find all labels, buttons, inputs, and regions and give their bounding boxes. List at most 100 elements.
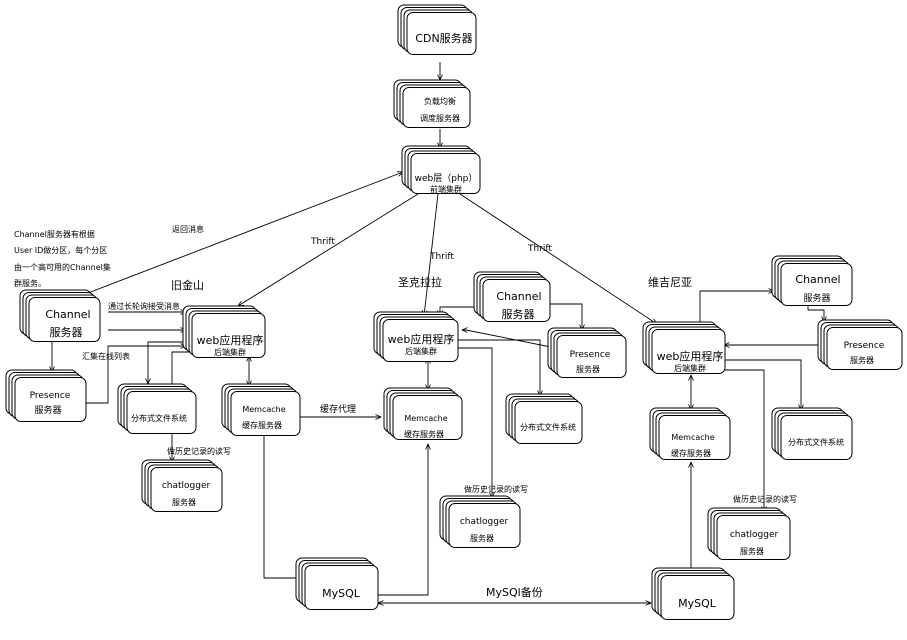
sf-chatlogger-node[interactable]: chatlogger 服务器 <box>141 459 223 512</box>
server-stack-layer <box>402 87 471 128</box>
sf-chatlogger-label-1: chatlogger <box>162 481 211 491</box>
edge-thrift-sf <box>238 193 419 306</box>
va-channel-label-2: 服务器 <box>803 292 830 304</box>
edge-sf-web-fs <box>148 341 190 384</box>
sf-web-label-2: 后端集群 <box>214 347 246 357</box>
va-presence-label-1: Presence <box>844 341 885 351</box>
sf-memcache-label-1: Memcache <box>242 405 285 414</box>
edge-sc-web-chatlogger <box>458 347 492 498</box>
server-stack-layer <box>651 329 726 374</box>
note-line-4: 群服务。 <box>14 278 46 288</box>
sc-chatlogger-node[interactable]: chatlogger 服务器 <box>439 495 521 548</box>
sc-presence-label-2: 服务器 <box>576 364 600 374</box>
server-stack-layer <box>780 415 853 460</box>
sc-memcache-node[interactable]: Memcache 缓存服务器 <box>383 387 463 440</box>
server-stack-layer <box>448 503 521 548</box>
server-stack-layer <box>410 153 481 194</box>
server-stack-layer <box>660 575 735 620</box>
server-stack-layer <box>28 297 101 342</box>
note-line-1: Channel服务器有根据 <box>14 229 95 239</box>
server-stack-layer <box>126 391 197 434</box>
edge-sc-presence-web <box>462 330 557 349</box>
sf-presence-server-node[interactable]: Presence 服务器 <box>5 369 87 422</box>
va-channel-server-node[interactable]: Channel 服务器 <box>771 255 853 306</box>
sf-fs-node[interactable]: 分布式文件系统 <box>117 383 197 434</box>
server-nodes: CDN服务器 负载均衡 调度服务器 web层（php） 前端集群 Channel… <box>5 4 903 620</box>
sf-memcache-node[interactable]: Memcache 缓存服务器 <box>221 383 301 436</box>
edge-label-thrift-right: Thrift <box>527 244 552 254</box>
sc-chatlogger-label-2: 服务器 <box>470 533 494 543</box>
edge-sf-presence-web <box>85 346 186 404</box>
region-label-santa-clara: 圣克拉拉 <box>398 275 442 289</box>
va-web-label-1: web应用程序 <box>657 349 724 363</box>
sf-chatlogger-label-2: 服务器 <box>172 497 196 507</box>
edge-thrift-sc <box>424 193 439 316</box>
sc-fs-label: 分布式文件系统 <box>520 422 576 432</box>
server-stack-layer <box>191 313 266 358</box>
edge-thrift-va <box>459 193 657 324</box>
va-mysql-label: MySQL <box>678 597 717 610</box>
edge-va-web-channel <box>699 291 774 322</box>
edge-label-cache-proxy: 缓存代理 <box>320 403 356 415</box>
server-stack-layer <box>780 263 853 306</box>
va-web-backend-node[interactable]: web应用程序 后端集群 <box>642 321 726 374</box>
server-stack-layer <box>716 515 791 560</box>
sc-web-backend-node[interactable]: web应用程序 后端集群 <box>373 311 459 362</box>
server-stack-layer <box>14 377 87 422</box>
load-balancer-label-2: 调度服务器 <box>420 113 460 123</box>
sc-web-label-2: 后端集群 <box>405 346 437 356</box>
edge-sf-memcache-mysql <box>263 430 302 578</box>
edge-label-history-sc: 做历史记录的读写 <box>464 484 528 494</box>
connections <box>52 62 824 603</box>
sf-mysql-node[interactable]: MySQL <box>295 557 379 610</box>
edge-label-thrift-mid: Thrift <box>429 252 454 262</box>
edge-sc-memcache-mysql <box>378 444 428 596</box>
va-memcache-node[interactable]: Memcache 缓存服务器 <box>649 407 731 460</box>
region-label-san-francisco: 旧金山 <box>171 278 204 292</box>
va-fs-label: 分布式文件系统 <box>788 437 844 447</box>
va-chatlogger-node[interactable]: chatlogger 服务器 <box>707 507 791 560</box>
server-stack-layer <box>556 335 627 378</box>
edge-va-web-fs <box>724 359 801 410</box>
sf-web-backend-node[interactable]: web应用程序 后端集群 <box>182 305 266 358</box>
sf-mysql-label: MySQL <box>322 587 361 600</box>
edge-label-long-poll: 通过长轮询接受消息 <box>108 301 180 311</box>
server-stack-layer <box>150 467 223 512</box>
web-frontend-label-2: 前端集群 <box>430 184 462 194</box>
va-channel-label-1: Channel <box>795 273 840 286</box>
va-chatlogger-label-1: chatlogger <box>730 530 779 540</box>
va-mysql-node[interactable]: MySQL <box>651 567 735 620</box>
note-line-3: 由一个高可用的Channel集 <box>14 262 111 272</box>
sf-channel-server-node[interactable]: Channel 服务器 <box>19 289 101 342</box>
edge-label-history-va: 做历史记录的读写 <box>733 494 797 504</box>
edge-return-message <box>74 172 403 299</box>
sc-presence-server-node[interactable]: Presence 服务器 <box>547 327 627 378</box>
sc-channel-server-node[interactable]: Channel 服务器 <box>473 271 551 322</box>
web-frontend-node[interactable]: web层（php） 前端集群 <box>401 145 481 194</box>
va-memcache-label-1: Memcache <box>671 433 714 442</box>
server-stack-layer <box>230 391 301 436</box>
sf-presence-label-2: 服务器 <box>34 404 61 416</box>
va-fs-node[interactable]: 分布式文件系统 <box>771 407 853 460</box>
sc-memcache-label-1: Memcache <box>404 414 447 423</box>
server-stack-layer <box>406 12 477 55</box>
cdn-server-node[interactable]: CDN服务器 <box>397 4 477 55</box>
edge-sc-web-fs <box>458 339 540 396</box>
edge-va-web-chatlogger <box>724 369 764 512</box>
load-balancer-label-1: 负载均衡 <box>424 96 456 106</box>
channel-partition-note: Channel服务器有根据 User ID做分区，每个分区 由一个高可用的Cha… <box>14 229 111 288</box>
cdn-server-label: CDN服务器 <box>415 32 472 45</box>
sf-web-label-1: web应用程序 <box>197 333 264 347</box>
sf-channel-label-2: 服务器 <box>50 326 83 339</box>
va-presence-server-node[interactable]: Presence 服务器 <box>817 319 903 370</box>
va-web-label-2: 后端集群 <box>674 363 706 373</box>
edge-label-history-sf: 做历史记录的读写 <box>167 446 231 456</box>
edge-label-thrift-left: Thrift <box>310 237 335 247</box>
sc-presence-label-1: Presence <box>570 350 611 360</box>
load-balancer-node[interactable]: 负载均衡 调度服务器 <box>393 79 471 128</box>
sc-fs-node[interactable]: 分布式文件系统 <box>505 393 583 444</box>
sc-chatlogger-label-1: chatlogger <box>460 517 509 527</box>
edge-sc-channel-presence <box>548 303 582 330</box>
va-memcache-label-2: 缓存服务器 <box>671 448 711 458</box>
